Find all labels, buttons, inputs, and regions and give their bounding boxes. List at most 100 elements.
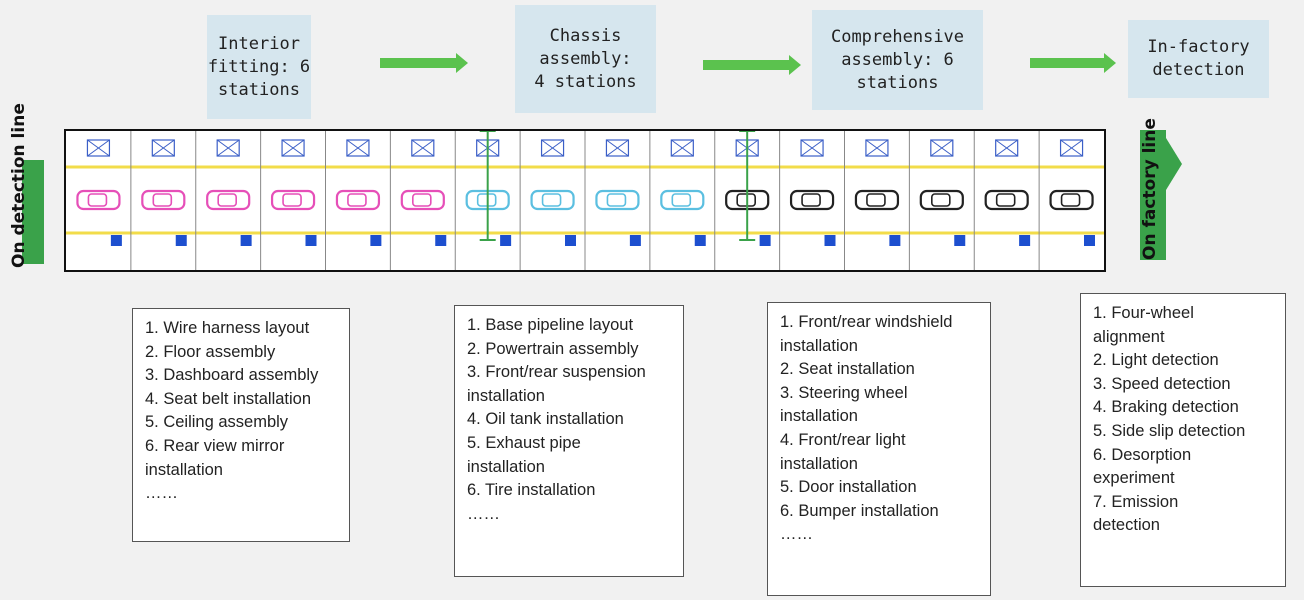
car-cabin: [995, 193, 1016, 207]
car-cabin: [801, 193, 821, 207]
detection-line-arrow: [22, 160, 44, 264]
crossbox-diagonal: [1060, 139, 1083, 157]
station-crossbox: [1059, 139, 1084, 157]
task-line: 4. Seat belt installation: [145, 389, 312, 408]
arrow-1: [380, 53, 468, 73]
stage-in-factory-detection: In-factory detection: [1128, 20, 1269, 98]
task-line: 5. Door installation: [780, 478, 917, 497]
task-line: 2. Light detection: [1093, 351, 1219, 370]
crossbox-diagonal: [152, 139, 175, 157]
station-crossbox: [865, 139, 889, 157]
station-crossbox: [670, 139, 694, 157]
crossbox-diagonal: [281, 139, 305, 157]
task-box-detection: 1. Four-wheel alignment 2. Light detecti…: [1080, 293, 1286, 587]
station-diagram: [66, 131, 1104, 270]
station-crossbox: [800, 139, 824, 157]
crossbox-diagonal: [865, 139, 889, 157]
station-marker: [954, 235, 966, 246]
stage-chassis-assembly: Chassis assembly: 4 stations: [515, 5, 656, 113]
crossbox-diagonal: [606, 139, 629, 157]
task-line: ……: [467, 504, 500, 523]
station-marker: [694, 235, 706, 246]
task-line: 6. Bumper installation: [780, 501, 939, 520]
task-line: 2. Floor assembly: [145, 342, 276, 361]
crossbox-diagonal: [216, 139, 240, 157]
station-crossbox: [86, 139, 111, 157]
station-crossbox: [216, 139, 240, 157]
station-marker: [240, 235, 252, 246]
station-crossbox: [151, 139, 175, 157]
station-crossbox: [540, 139, 565, 157]
crossbox-diagonal: [930, 139, 954, 157]
task-line: 6. Desorption: [1093, 445, 1192, 464]
car-cabin: [152, 193, 173, 207]
crossbox-diagonal: [671, 139, 694, 157]
station-marker: [629, 235, 641, 246]
task-line: installation: [145, 460, 223, 479]
station-marker: [889, 235, 901, 246]
station-marker: [500, 235, 512, 246]
station-marker: [824, 235, 836, 246]
task-line: 5. Ceiling assembly: [145, 413, 289, 432]
station-crossbox: [605, 139, 630, 157]
task-box-interior: 1. Wire harness layout 2. Floor assembly…: [132, 308, 350, 542]
task-line: alignment: [1093, 327, 1165, 346]
car-cabin: [1060, 193, 1081, 207]
station-marker: [1084, 235, 1095, 246]
task-line: 3. Front/rear suspension: [467, 363, 646, 382]
on-factory-line-label: On factory line: [1140, 118, 1160, 260]
task-line: 6. Rear view mirror: [145, 436, 285, 455]
car-cabin: [671, 193, 692, 207]
task-line: 2. Powertrain assembly: [467, 339, 639, 358]
task-line: 2. Seat installation: [780, 360, 915, 379]
car-cabin: [347, 193, 367, 207]
task-line: 3. Speed detection: [1093, 374, 1231, 393]
task-line: installation: [780, 454, 858, 473]
task-line: 1. Four-wheel: [1093, 304, 1194, 322]
station-crossbox: [346, 139, 370, 157]
station-marker: [759, 235, 771, 246]
task-line: 4. Oil tank installation: [467, 410, 624, 429]
crossbox-diagonal: [411, 139, 435, 157]
stage-comprehensive-assembly: Comprehensive assembly: 6 stations: [812, 10, 983, 110]
car-cabin: [412, 193, 432, 207]
car-cabin: [541, 193, 562, 207]
task-line: 7. Emission: [1093, 492, 1179, 511]
station-crossbox: [281, 139, 305, 157]
crossbox-diagonal: [800, 139, 824, 157]
car-cabin: [87, 193, 108, 207]
task-line: 5. Side slip detection: [1093, 421, 1246, 440]
task-line: ……: [145, 484, 178, 503]
stage-interior-fitting: Interior fitting: 6 stations: [207, 15, 311, 119]
task-line: 1. Base pipeline layout: [467, 316, 634, 334]
station-crossbox: [995, 139, 1019, 157]
station-marker: [175, 235, 187, 246]
arrow-2: [703, 55, 801, 75]
station-marker: [305, 235, 317, 246]
task-line: 3. Dashboard assembly: [145, 366, 319, 385]
car-cabin: [606, 193, 627, 207]
task-line: 6. Tire installation: [467, 481, 596, 500]
task-line: detection: [1093, 516, 1160, 535]
assembly-line: [64, 129, 1106, 272]
crossbox-diagonal: [541, 139, 564, 157]
station-marker: [565, 235, 576, 246]
on-detection-line-label: On detection line: [9, 103, 29, 268]
arrow-3: [1030, 53, 1116, 73]
task-line: 4. Front/rear light: [780, 430, 906, 449]
task-line: ……: [780, 525, 813, 544]
car-cabin: [866, 193, 886, 207]
crossbox-diagonal: [346, 139, 370, 157]
crossbox-diagonal: [87, 139, 110, 157]
station-marker: [370, 235, 382, 246]
task-line: 5. Exhaust pipe: [467, 433, 581, 452]
task-box-chassis: 1. Base pipeline layout 2. Powertrain as…: [454, 305, 684, 577]
task-line: 1. Wire harness layout: [145, 319, 310, 337]
task-line: experiment: [1093, 469, 1175, 488]
crossbox-diagonal: [995, 139, 1018, 157]
station-crossbox: [930, 139, 954, 157]
station-marker: [435, 235, 447, 246]
car-cabin: [282, 193, 302, 207]
car-cabin: [931, 193, 951, 207]
factory-line-arrowhead: [1166, 138, 1182, 190]
